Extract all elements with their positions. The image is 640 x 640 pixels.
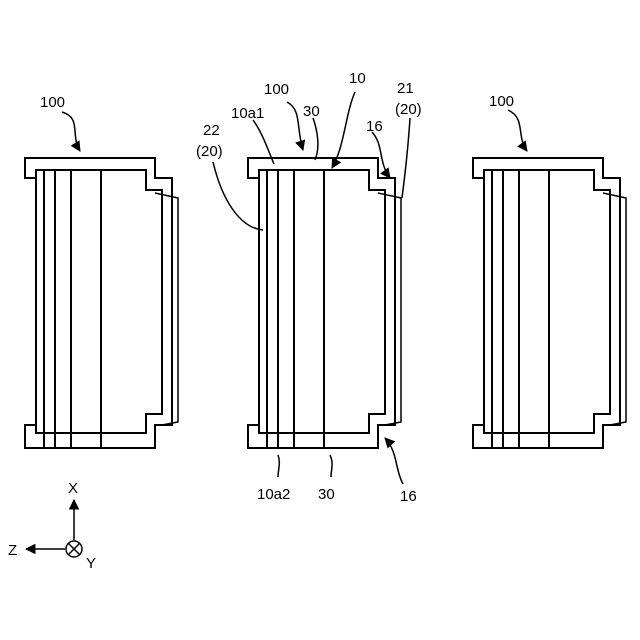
outer-shell <box>25 158 172 448</box>
leader-10 <box>332 92 355 168</box>
side-electrode <box>155 193 178 425</box>
label-10a2: 10a2 <box>257 486 290 503</box>
leader-16-bottom <box>385 438 403 484</box>
leader-100-left <box>62 112 80 151</box>
label-16-top: 16 <box>366 118 383 135</box>
device-center: 100 10 10a1 30 21 (20) 16 22 (20) 10a2 3… <box>196 70 422 505</box>
leader-22 <box>213 162 263 230</box>
outer-shell <box>248 158 395 448</box>
leader-16-top <box>372 132 390 178</box>
z-axis-label: Z <box>8 542 17 559</box>
label-16-bottom: 16 <box>400 488 417 505</box>
leader-10a2 <box>278 455 279 477</box>
label-21-paren: (20) <box>395 101 422 118</box>
label-30-bottom: 30 <box>318 486 335 503</box>
label-21: 21 <box>397 80 414 97</box>
device-left: 100 <box>25 94 178 448</box>
label-10a1: 10a1 <box>231 105 264 122</box>
label-10: 10 <box>349 70 366 87</box>
label-100-left: 100 <box>40 94 65 111</box>
label-100-center: 100 <box>264 81 289 98</box>
leader-100-right <box>508 110 527 151</box>
label-22: 22 <box>203 122 220 139</box>
label-100-right: 100 <box>489 93 514 110</box>
label-22-paren: (20) <box>196 143 223 160</box>
y-axis-into-page-icon <box>66 541 82 557</box>
label-30-top: 30 <box>303 103 320 120</box>
device-right: 100 <box>473 93 626 448</box>
leader-100-center <box>287 102 303 150</box>
side-electrode <box>603 193 626 425</box>
y-axis-label: Y <box>86 555 96 572</box>
axis-indicator: X Z Y <box>8 480 96 572</box>
leader-30-bottom <box>330 455 332 477</box>
leader-30-top <box>313 118 318 160</box>
side-electrode <box>378 193 401 425</box>
outer-shell <box>473 158 620 448</box>
x-axis-label: X <box>68 480 78 497</box>
leader-21 <box>402 118 410 198</box>
